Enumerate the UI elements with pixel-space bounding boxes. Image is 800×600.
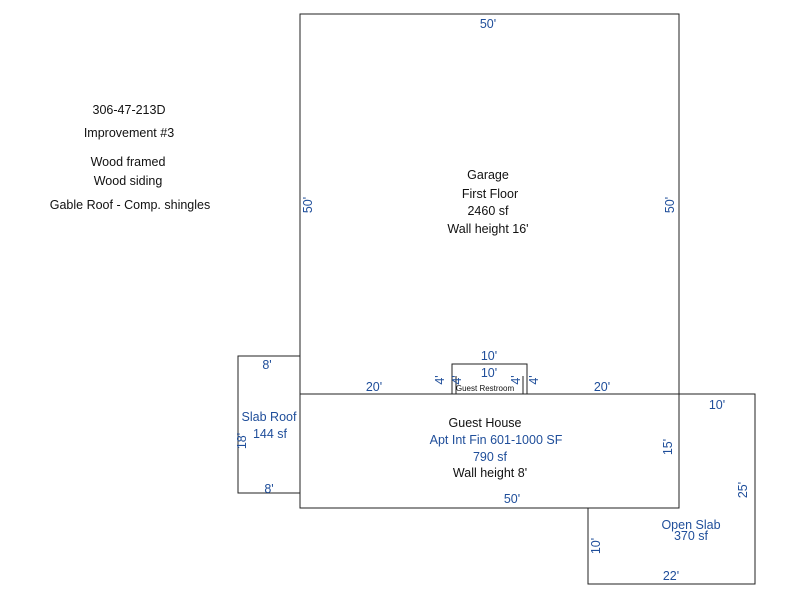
guest-house-name: Guest House <box>449 416 522 430</box>
slab-roof-name: Slab Roof <box>242 410 297 424</box>
open-slab-top-dim: 10' <box>709 398 725 412</box>
garage-floor: First Floor <box>462 187 518 201</box>
restroom-right-inner-dim: 4' <box>509 375 523 384</box>
guest-house-type: Apt Int Fin 601-1000 SF <box>430 433 563 447</box>
guest-house-wall-height: Wall height 8' <box>453 466 527 480</box>
open-slab-name: Open Slab <box>661 518 720 532</box>
restroom-right-outer-dim: 4' <box>527 375 541 384</box>
guest-house-area: 790 sf <box>473 450 508 464</box>
guest-house-bottom-dim: 50' <box>504 492 520 506</box>
siding-type: Wood siding <box>94 174 163 188</box>
garage-area: 2460 sf <box>467 204 509 218</box>
slab-roof-side-dim: 18' <box>235 433 249 449</box>
garage-labels: Garage First Floor 2460 sf Wall height 1… <box>447 168 528 236</box>
restroom-inner-walls <box>455 376 524 394</box>
parcel-number: 306-47-213D <box>93 103 166 117</box>
restroom-left-inner-dim: 4' <box>450 375 464 384</box>
guest-house-right-dim: 15' <box>661 439 675 455</box>
open-slab-left-dim: 10' <box>589 538 603 554</box>
garage-bottom-right-dim: 20' <box>594 380 610 394</box>
restroom-top-inner-dim: 10' <box>481 366 497 380</box>
garage-bottom-left-dim: 20' <box>366 380 382 394</box>
slab-roof-area: 144 sf <box>253 427 288 441</box>
garage-name: Garage <box>467 168 509 182</box>
property-info: 306-47-213D Improvement #3 Wood framed W… <box>50 103 211 212</box>
slab-roof-outline <box>237 355 301 494</box>
open-slab-bottom-dim: 22' <box>663 569 679 583</box>
open-slab-right-dim: 25' <box>736 482 750 498</box>
garage-wall-height: Wall height 16' <box>447 222 528 236</box>
garage-top-dim: 50' <box>480 17 496 31</box>
garage-right-dim: 50' <box>663 197 677 213</box>
roof-type: Gable Roof - Comp. shingles <box>50 198 211 212</box>
slab-roof-bottom-dim: 8' <box>264 482 273 496</box>
garage-left-dim: 50' <box>301 197 315 213</box>
restroom-top-outer-dim: 10' <box>481 349 497 363</box>
open-slab-area: 370 sf <box>674 529 709 543</box>
guest-house-labels: Guest House Apt Int Fin 601-1000 SF 790 … <box>430 416 563 480</box>
improvement-number: Improvement #3 <box>84 126 174 140</box>
restroom-left-outer-dim: 4' <box>433 375 447 384</box>
restroom-name: Guest Restroom <box>456 384 515 393</box>
open-slab-outline <box>587 393 756 585</box>
slab-roof-top-dim: 8' <box>262 358 271 372</box>
construction-type: Wood framed <box>91 155 166 169</box>
